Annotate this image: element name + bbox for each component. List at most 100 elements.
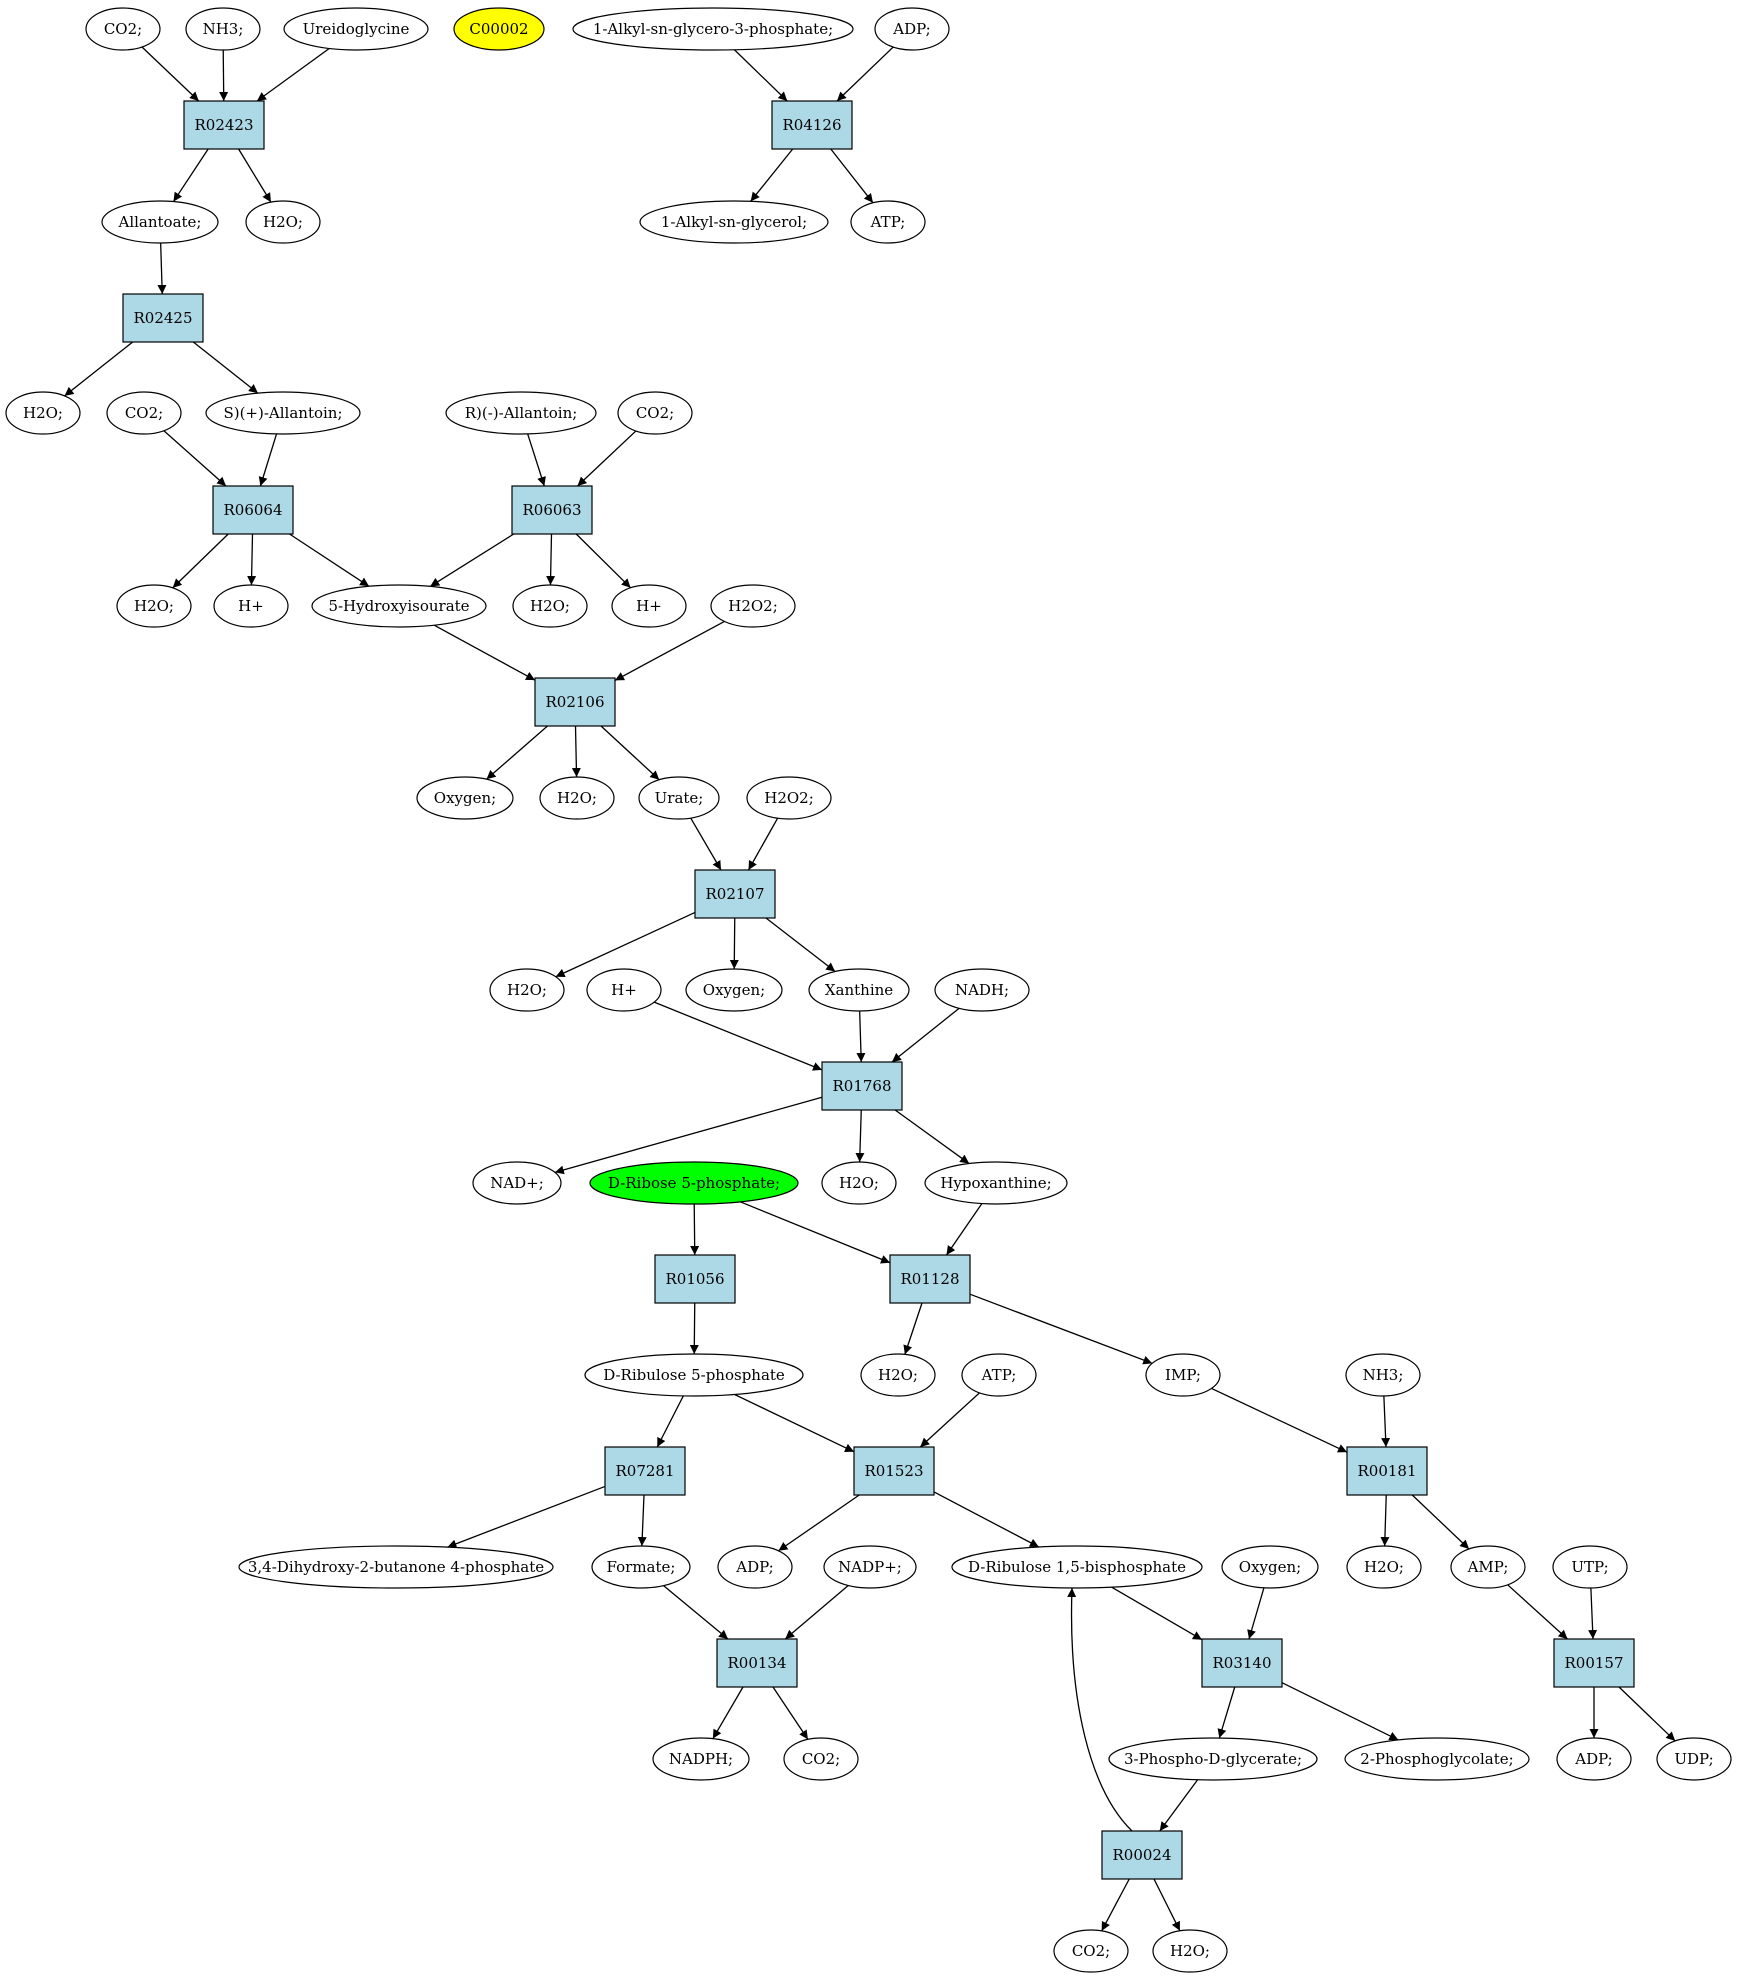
compound-node-xanthine[interactable]: Xanthine xyxy=(808,968,910,1012)
compound-ellipse xyxy=(589,1161,799,1205)
compound-node-co2[interactable]: CO2; xyxy=(617,391,693,435)
compound-node-amp[interactable]: AMP; xyxy=(1450,1545,1526,1589)
compound-node-d-ribose-5-phosphate[interactable]: D-Ribose 5-phosphate; xyxy=(589,1161,799,1205)
compound-node-h2o[interactable]: H2O; xyxy=(1346,1545,1422,1589)
compound-node-h[interactable]: H+ xyxy=(213,584,289,628)
edge-hplus_3-to-R01768 xyxy=(653,1001,823,1071)
edge-R02107-to-xanthine xyxy=(765,917,836,973)
compound-node-h2o[interactable]: H2O; xyxy=(539,776,615,820)
compound-ellipse xyxy=(572,7,854,51)
compound-node-udp[interactable]: UDP; xyxy=(1656,1737,1732,1781)
reaction-node-r06064[interactable]: R06064 xyxy=(212,485,294,535)
compound-ellipse xyxy=(717,1545,793,1589)
reaction-node-r02425[interactable]: R02425 xyxy=(122,293,204,343)
compound-node-h2o[interactable]: H2O; xyxy=(116,584,192,628)
compound-node-h[interactable]: H+ xyxy=(586,968,662,1012)
compound-node-d-ribulose-1-5-bisphosphate[interactable]: D-Ribulose 1,5-bisphosphate xyxy=(951,1545,1203,1589)
node-label: H2O; xyxy=(1170,1942,1210,1960)
compound-node-adp[interactable]: ADP; xyxy=(1556,1737,1632,1781)
compound-node-h2o[interactable]: H2O; xyxy=(245,200,321,244)
reaction-node-r01056[interactable]: R01056 xyxy=(654,1254,736,1304)
reaction-node-r00181[interactable]: R00181 xyxy=(1346,1446,1428,1496)
compound-node-co2[interactable]: CO2; xyxy=(1053,1929,1129,1973)
compound-node-oxygen[interactable]: Oxygen; xyxy=(685,968,783,1012)
compound-node-formate[interactable]: Formate; xyxy=(591,1545,691,1589)
compound-node-h2o[interactable]: H2O; xyxy=(512,584,588,628)
compound-node-h2o[interactable]: H2O; xyxy=(5,391,81,435)
compound-node-s-allantoin[interactable]: S)(+)-Allantoin; xyxy=(205,391,361,435)
compound-ellipse xyxy=(638,776,720,820)
edge-R01768-to-nadplus xyxy=(554,1096,823,1175)
compound-node-atp[interactable]: ATP; xyxy=(850,200,926,244)
node-label: D-Ribulose 5-phosphate xyxy=(603,1366,785,1384)
edge-atp_2-to-R01523 xyxy=(919,1392,980,1448)
reaction-node-r02106[interactable]: R02106 xyxy=(534,677,616,727)
edge-R02423-to-allantoate xyxy=(172,148,209,202)
compound-node-nad[interactable]: NAD+; xyxy=(472,1161,562,1205)
compound-node-utp[interactable]: UTP; xyxy=(1552,1545,1628,1589)
compound-node-adp[interactable]: ADP; xyxy=(717,1545,793,1589)
compound-node-1-alkyl-sn-glycerol[interactable]: 1-Alkyl-sn-glycerol; xyxy=(639,200,829,244)
reaction-node-r02423[interactable]: R02423 xyxy=(183,100,265,150)
compound-node-h2o2[interactable]: H2O2; xyxy=(746,776,832,820)
compound-node-2-phosphoglycolate[interactable]: 2-Phosphoglycolate; xyxy=(1344,1737,1530,1781)
reaction-node-r06063[interactable]: R06063 xyxy=(511,485,593,535)
compound-node-h2o[interactable]: H2O; xyxy=(821,1161,897,1205)
node-label: NAD+; xyxy=(490,1174,544,1192)
compound-ellipse xyxy=(106,391,182,435)
edge-R06064-to-hydroxyisourate xyxy=(289,533,370,587)
compound-node-h2o[interactable]: H2O; xyxy=(860,1353,936,1397)
compound-node-co2[interactable]: CO2; xyxy=(783,1737,859,1781)
node-label: NADP+; xyxy=(838,1558,902,1576)
compound-node-h2o[interactable]: H2O; xyxy=(489,968,565,1012)
reaction-node-r00157[interactable]: R00157 xyxy=(1553,1638,1635,1688)
compound-node-r-allantoin[interactable]: R)(-)-Allantoin; xyxy=(445,391,597,435)
compound-ellipse xyxy=(453,7,545,51)
node-label: R07281 xyxy=(615,1462,674,1480)
reaction-box xyxy=(212,485,294,535)
reaction-node-r07281[interactable]: R07281 xyxy=(604,1446,686,1496)
compound-node-oxygen[interactable]: Oxygen; xyxy=(1221,1545,1319,1589)
reaction-node-r00024[interactable]: R00024 xyxy=(1101,1830,1183,1880)
compound-node-co2[interactable]: CO2; xyxy=(106,391,182,435)
compound-node-nadh[interactable]: NADH; xyxy=(934,968,1030,1012)
node-label: H2O; xyxy=(878,1366,918,1384)
reaction-node-r03140[interactable]: R03140 xyxy=(1201,1638,1283,1688)
reaction-node-r04126[interactable]: R04126 xyxy=(771,100,853,150)
compound-node-allantoate[interactable]: Allantoate; xyxy=(101,200,219,244)
compound-node-imp[interactable]: IMP; xyxy=(1145,1353,1221,1397)
node-label: 3-Phospho-D-glycerate; xyxy=(1124,1750,1302,1768)
compound-node-oxygen[interactable]: Oxygen; xyxy=(416,776,514,820)
compound-node-d-ribulose-5-phosphate[interactable]: D-Ribulose 5-phosphate xyxy=(584,1353,804,1397)
compound-node-atp[interactable]: ATP; xyxy=(961,1353,1037,1397)
compound-node-hypoxanthine[interactable]: Hypoxanthine; xyxy=(924,1161,1068,1205)
compound-node-h2o2[interactable]: H2O2; xyxy=(710,584,796,628)
edge-R03140-to-pga xyxy=(1217,1686,1236,1739)
compound-node-nadph[interactable]: NADPH; xyxy=(652,1737,750,1781)
reaction-node-r01523[interactable]: R01523 xyxy=(853,1446,935,1496)
compound-node-5-hydroxyisourate[interactable]: 5-Hydroxyisourate xyxy=(311,584,487,628)
compound-node-3-phospho-d-glycerate[interactable]: 3-Phospho-D-glycerate; xyxy=(1108,1737,1318,1781)
edge-h2o2_2-to-R02107 xyxy=(747,817,779,871)
compound-node-c00002[interactable]: C00002 xyxy=(453,7,545,51)
node-label: C00002 xyxy=(469,20,528,38)
compound-node-nadp[interactable]: NADP+; xyxy=(823,1545,917,1589)
compound-node-h2o[interactable]: H2O; xyxy=(1152,1929,1228,1973)
reaction-node-r00134[interactable]: R00134 xyxy=(716,1638,798,1688)
edge-allantoate-to-R02425 xyxy=(157,242,167,295)
compound-node-urate[interactable]: Urate; xyxy=(638,776,720,820)
compound-node-co2[interactable]: CO2; xyxy=(85,7,161,51)
compound-node-ureidoglycine[interactable]: Ureidoglycine xyxy=(283,7,429,51)
reaction-box xyxy=(821,1061,903,1111)
compound-node-nh3[interactable]: NH3; xyxy=(1345,1353,1421,1397)
compound-node-nh3[interactable]: NH3; xyxy=(185,7,261,51)
reaction-node-r01128[interactable]: R01128 xyxy=(889,1254,971,1304)
compound-node-h[interactable]: H+ xyxy=(611,584,687,628)
compound-node-1-alkyl-sn-glycero-3-phosphate[interactable]: 1-Alkyl-sn-glycero-3-phosphate; xyxy=(572,7,854,51)
reaction-node-r01768[interactable]: R01768 xyxy=(821,1061,903,1111)
reaction-node-r02107[interactable]: R02107 xyxy=(694,869,776,919)
compound-node-3-4-dihydroxy-2-butanone-4-phosphate[interactable]: 3,4-Dihydroxy-2-butanone 4-phosphate xyxy=(238,1545,554,1589)
node-label: Oxygen; xyxy=(703,981,765,999)
compound-ellipse xyxy=(489,968,565,1012)
compound-node-adp[interactable]: ADP; xyxy=(874,7,950,51)
